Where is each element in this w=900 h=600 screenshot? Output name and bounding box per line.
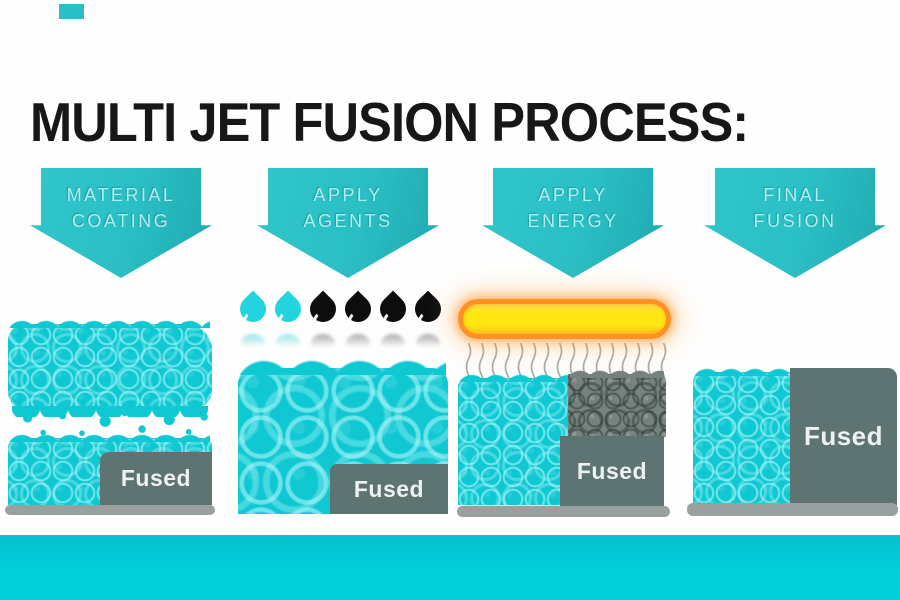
fused-label: Fused [353,475,425,502]
step-label: APPLY ENERGY [482,182,664,234]
fused-label: Fused [803,421,884,451]
build-platform-bar [5,505,215,515]
build-platform-bar [687,503,898,516]
step-label: FINAL FUSION [704,182,886,234]
step-label-line1: FINAL [763,185,827,205]
step-label-line2: AGENTS [303,211,393,231]
step-label-line2: COATING [71,211,171,231]
heater-bar-icon [458,299,671,339]
fused-block: Fused [100,452,212,505]
fused-block: Fused [790,368,897,505]
fused-block: Fused [560,436,664,506]
step-label: MATERIAL COATING [30,182,212,234]
step-label-line1: MATERIAL [66,185,176,205]
down-arrow-icon: FINAL FUSION [704,168,886,278]
step-label: APPLY AGENTS [257,182,439,234]
step-label-line1: APPLY [538,185,608,205]
step-label-line1: APPLY [313,185,383,205]
fused-block: Fused [330,464,448,514]
fused-label: Fused [120,465,192,491]
build-platform-bar [457,506,670,517]
powder-bed [458,370,570,505]
step-label-line2: ENERGY [527,211,619,231]
powder-cloud [8,316,212,417]
teal-corner-accent [59,4,84,19]
bottom-band [0,535,900,600]
page-title: MULTI JET FUSION PROCESS: [30,90,749,153]
fusing-powder-region [568,366,666,437]
step-label-line2: FUSION [753,211,837,231]
fused-label: Fused [576,457,648,484]
powder-bed [693,364,790,505]
